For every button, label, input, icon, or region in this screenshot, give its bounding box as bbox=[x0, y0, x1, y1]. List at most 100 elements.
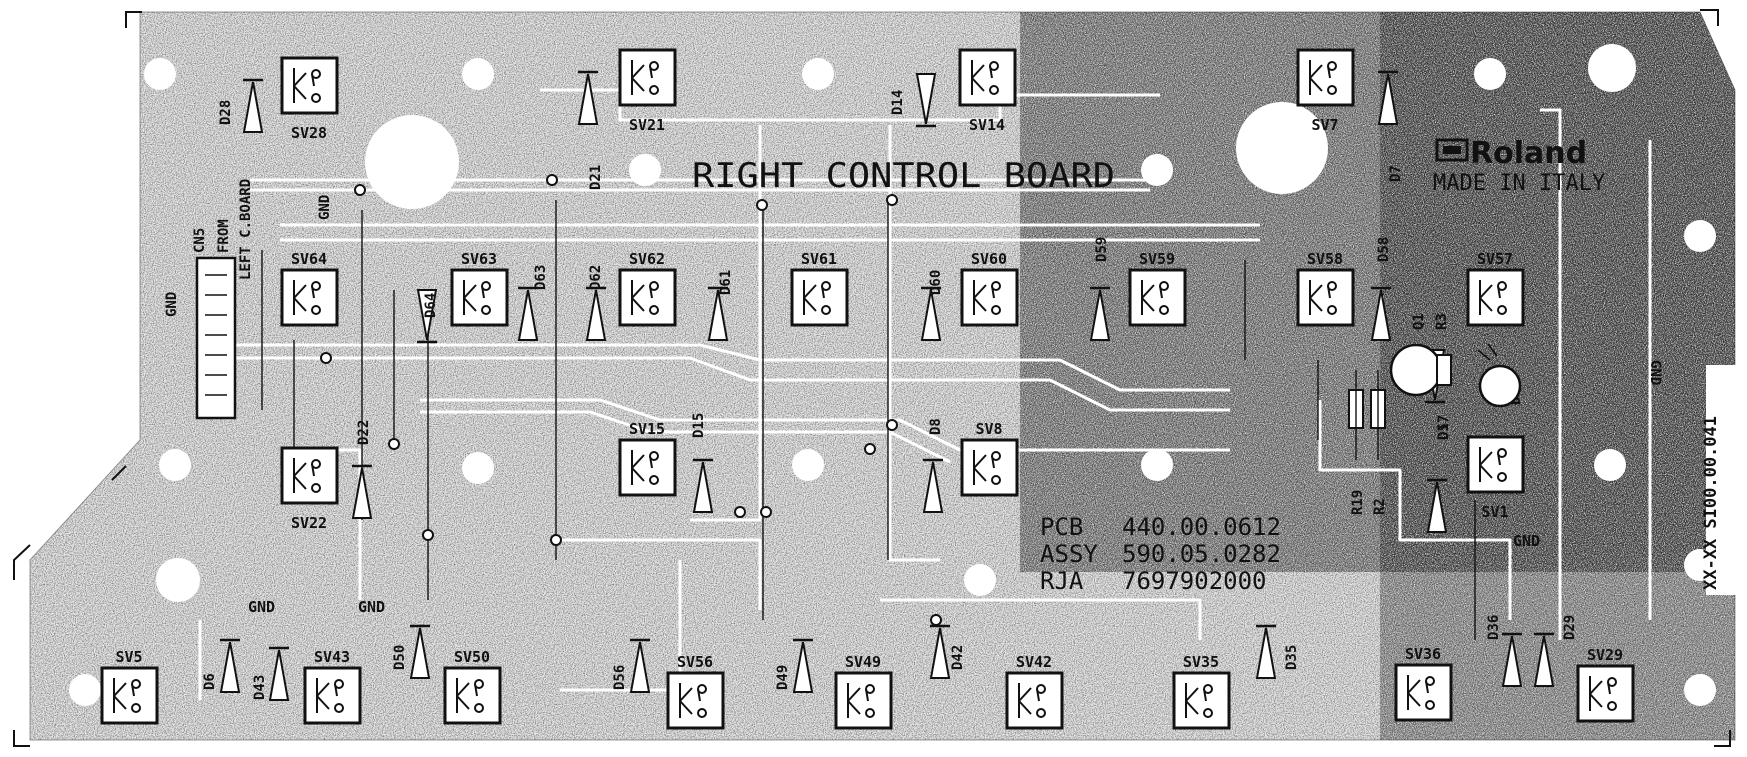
gnd-labels: GND GND GND GND GND GND bbox=[164, 195, 1663, 616]
switch-label: SV5 bbox=[115, 648, 142, 666]
cn5-source-label: LEFT C.BOARD bbox=[238, 179, 254, 280]
switch-label: SV28 bbox=[291, 124, 327, 142]
diode-label: D36 bbox=[1486, 615, 1502, 640]
switch-label: SV42 bbox=[1016, 653, 1052, 671]
switch-sv8: SV8 bbox=[960, 420, 1019, 497]
roland-logo: Roland bbox=[1435, 136, 1587, 171]
mounting-holes bbox=[69, 44, 1716, 706]
switch-sv35: SV35 bbox=[1172, 653, 1231, 730]
switch-label: SV15 bbox=[629, 420, 665, 438]
diode-d8: D8 bbox=[922, 418, 944, 513]
made-in-label: MADE IN ITALY bbox=[1433, 171, 1605, 196]
diode-d50: D50 bbox=[392, 624, 431, 679]
switch-sv60: SV60 bbox=[960, 250, 1019, 327]
diode-d6: D6 bbox=[202, 638, 241, 693]
diode-label: D1 bbox=[1436, 423, 1452, 440]
diode-label: D60 bbox=[928, 270, 944, 295]
switch-sv59: SV59 bbox=[1128, 250, 1187, 327]
switch-label: SV50 bbox=[454, 648, 490, 666]
diode-d56: D56 bbox=[612, 638, 651, 693]
pads bbox=[320, 174, 1506, 626]
resistors-r19-r2: R19 R2 bbox=[1348, 370, 1388, 515]
diode-d42: D42 bbox=[929, 624, 966, 679]
switch-label: SV57 bbox=[1477, 250, 1513, 268]
led-d65 bbox=[1477, 343, 1522, 408]
diode-label: D61 bbox=[718, 270, 734, 295]
switch-sv15: SV15 bbox=[618, 420, 677, 497]
rja-value: 7697902000 bbox=[1122, 567, 1267, 595]
diode-label: D58 bbox=[1376, 237, 1392, 262]
pcb-value: 440.00.0612 bbox=[1122, 513, 1281, 541]
switch-label: SV64 bbox=[291, 250, 327, 268]
switch-sv43: SV43 bbox=[303, 648, 362, 725]
diode-d64: D64 bbox=[416, 289, 439, 344]
diode-label: D22 bbox=[356, 420, 372, 445]
diode-d43: D43 bbox=[252, 646, 290, 701]
switch-label: SV43 bbox=[314, 648, 350, 666]
diode-label: D42 bbox=[950, 645, 966, 670]
diode-d28: D28 bbox=[218, 78, 264, 133]
diode-d61: D61 bbox=[707, 270, 734, 341]
switch-sv57: SV57 bbox=[1466, 250, 1525, 327]
board-title: RIGHT CONTROL BOARD bbox=[692, 156, 1115, 196]
diode-d58: D58 bbox=[1370, 237, 1392, 341]
switch-sv7: SV7 bbox=[1296, 48, 1355, 134]
switch-label: SV29 bbox=[1587, 646, 1623, 664]
side-code-label: XX-XX SI00.00.041 bbox=[1701, 416, 1721, 590]
diode-label: D8 bbox=[928, 418, 944, 435]
r3-label: R3 bbox=[1434, 313, 1450, 330]
diode-label: D29 bbox=[1562, 615, 1578, 640]
diode-d35: D35 bbox=[1255, 624, 1300, 679]
diode-d36: D36 bbox=[1486, 615, 1523, 687]
switch-label: SV61 bbox=[801, 250, 837, 268]
switch-sv49: SV49 bbox=[834, 653, 893, 730]
switch-sv62: SV62 bbox=[618, 250, 677, 327]
switch-label: SV14 bbox=[969, 116, 1005, 134]
switch-sv63: SV63 bbox=[450, 250, 509, 327]
switch-label: SV58 bbox=[1307, 250, 1343, 268]
gnd-label: GND bbox=[1513, 532, 1540, 550]
assy-value: 590.05.0282 bbox=[1122, 540, 1281, 568]
connector-cn5: CN5 FROM LEFT C.BOARD bbox=[192, 179, 254, 420]
pcb-info-block: PCB 440.00.0612 ASSY 590.05.0282 RJA 769… bbox=[1040, 513, 1281, 595]
gnd-label: GND bbox=[164, 292, 180, 317]
switch-label: SV36 bbox=[1405, 645, 1441, 663]
diode-d15: D15 bbox=[691, 413, 714, 513]
transistor-q1: Q1 R3 bbox=[1389, 313, 1452, 397]
diode-d14: D14 bbox=[890, 73, 937, 128]
switch-sv29: SV29 bbox=[1576, 646, 1635, 723]
diode-label: D15 bbox=[691, 413, 707, 438]
diode-d62: D62 bbox=[585, 265, 607, 341]
q1-label: Q1 bbox=[1411, 313, 1427, 330]
switch-label: SV35 bbox=[1183, 653, 1219, 671]
gnd-label: GND bbox=[358, 598, 385, 616]
wires bbox=[261, 200, 1476, 640]
switch-label: SV8 bbox=[975, 420, 1002, 438]
switch-sv5: SV5 bbox=[100, 648, 159, 725]
diode-label: D56 bbox=[612, 665, 628, 690]
switch-label: SV22 bbox=[291, 514, 327, 532]
switch-sv21: SV21 bbox=[618, 48, 677, 134]
switch-label: SV60 bbox=[971, 250, 1007, 268]
diode-label: D43 bbox=[252, 675, 268, 700]
diode-d63: D63 bbox=[517, 265, 549, 341]
corner-marks bbox=[13, 9, 1731, 747]
diode-label: D35 bbox=[1284, 645, 1300, 670]
r2-label: R2 bbox=[1372, 498, 1388, 515]
diode-label: D50 bbox=[392, 645, 408, 670]
switch-sv61: SV61 bbox=[790, 250, 849, 327]
diode-label: D14 bbox=[890, 90, 906, 115]
gnd-label: GND bbox=[317, 195, 333, 220]
switch-label: SV1 bbox=[1481, 503, 1508, 521]
diode-label: D57 bbox=[1436, 415, 1452, 440]
gnd-label: GND bbox=[1647, 360, 1663, 385]
switch-label: SV59 bbox=[1139, 250, 1175, 268]
diode-label: D28 bbox=[218, 100, 234, 125]
cn5-from-label: FROM bbox=[216, 219, 232, 253]
switch-sv36: SV36 bbox=[1394, 645, 1453, 722]
switch-label: SV63 bbox=[461, 250, 497, 268]
switch-sv14: SV14 bbox=[958, 48, 1017, 134]
traces bbox=[198, 88, 1652, 700]
